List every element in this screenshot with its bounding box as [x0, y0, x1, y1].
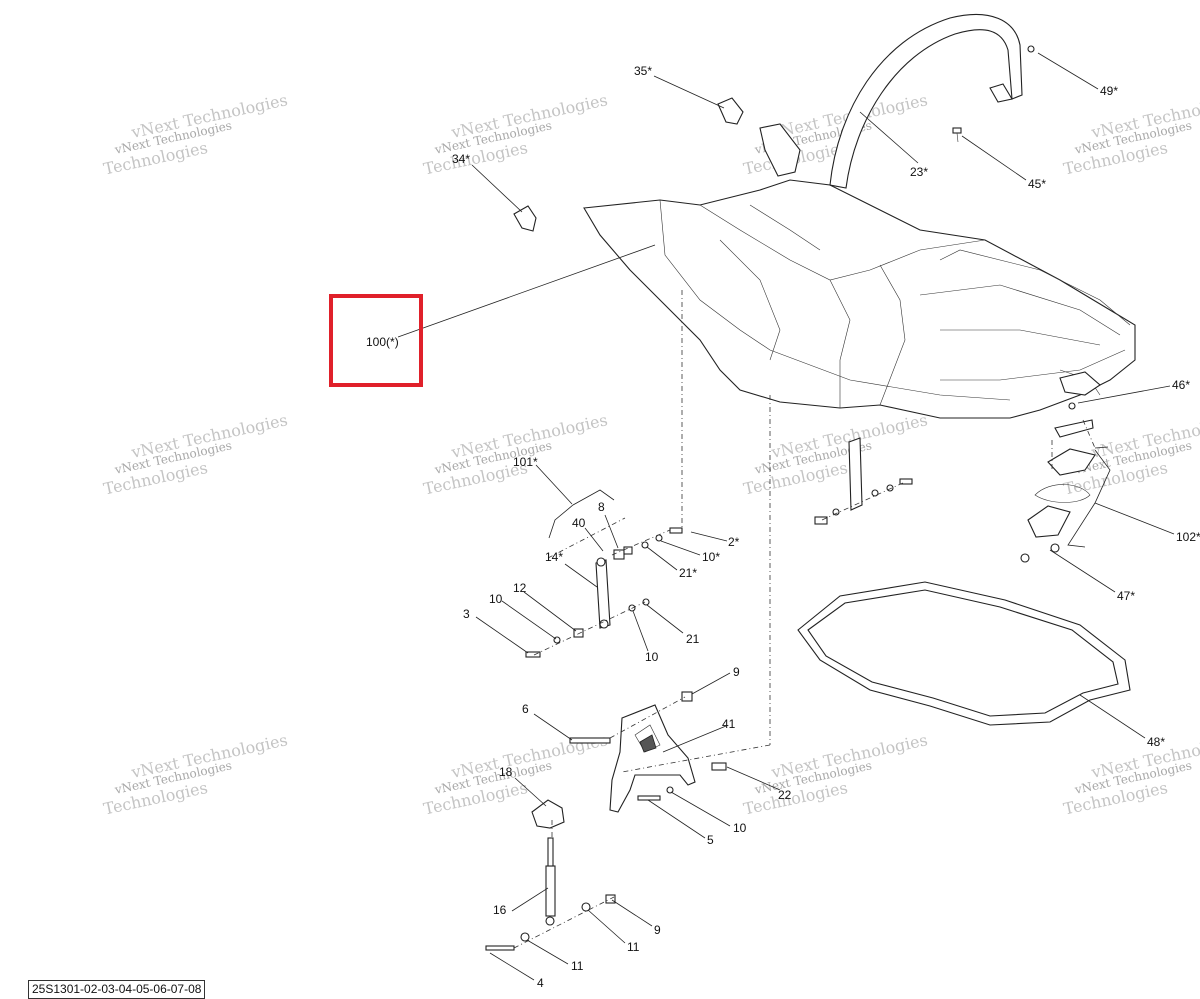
latch-arm: [848, 437, 863, 511]
callout[interactable]: 21: [686, 632, 700, 646]
callout[interactable]: 9: [654, 923, 661, 937]
center-lines: [513, 290, 1096, 949]
callout[interactable]: 40: [572, 516, 586, 530]
callout[interactable]: 21*: [679, 566, 697, 580]
callout[interactable]: 10: [645, 650, 659, 664]
seat-gasket: [797, 581, 1131, 726]
highlight-box[interactable]: [329, 294, 423, 387]
callout[interactable]: 23*: [910, 165, 928, 179]
callout-100[interactable]: 100(*): [366, 335, 399, 349]
callout[interactable]: 6: [522, 702, 529, 716]
callout[interactable]: 10: [733, 821, 747, 835]
callout[interactable]: 14*: [545, 550, 563, 564]
callout[interactable]: 48*: [1147, 735, 1165, 749]
part-49-rivet: [1027, 45, 1035, 53]
callout[interactable]: 49*: [1100, 84, 1118, 98]
callout[interactable]: 41: [722, 717, 736, 731]
callout[interactable]: 11: [571, 959, 584, 973]
part-35-cap: [717, 97, 744, 125]
gas-strut-16: [545, 837, 556, 926]
callout[interactable]: 9: [733, 665, 740, 679]
callout[interactable]: 11: [627, 940, 640, 954]
latch-assembly: [1020, 402, 1096, 563]
callout[interactable]: 5: [707, 833, 714, 847]
callout[interactable]: 10*: [702, 550, 720, 564]
callout[interactable]: 2*: [728, 535, 740, 549]
callout[interactable]: 102*: [1176, 530, 1200, 544]
callout[interactable]: 4: [537, 976, 544, 990]
clamp-18: [531, 799, 565, 829]
callout[interactable]: 3: [463, 607, 470, 621]
part-45-screw: [952, 127, 962, 143]
callout[interactable]: 22: [778, 788, 792, 802]
catalog-reference: 25S1301-02-03-04-05-06-07-08: [28, 980, 206, 999]
callout[interactable]: 8: [598, 500, 605, 514]
callout[interactable]: 34*: [452, 152, 470, 166]
grab-handle: [759, 14, 1023, 189]
link-arm-14: [595, 559, 611, 629]
callout[interactable]: 101*: [513, 455, 538, 469]
callout[interactable]: 45*: [1028, 177, 1046, 191]
part-34-cap: [513, 205, 537, 232]
callout[interactable]: 18: [499, 765, 513, 779]
seat-assembly: [583, 179, 1136, 419]
callout[interactable]: 10: [489, 592, 503, 606]
leader-lines: [397, 52, 1175, 981]
bracket-41: [609, 704, 696, 813]
callout[interactable]: 16: [493, 903, 507, 917]
callout-labels: 35* 34* 23* 49* 45* 46* 101* 40 8 2* 10*…: [452, 64, 1200, 990]
callout[interactable]: 12: [513, 581, 527, 595]
callout[interactable]: 35*: [634, 64, 652, 78]
callout[interactable]: 46*: [1172, 378, 1190, 392]
callout[interactable]: 47*: [1117, 589, 1135, 603]
